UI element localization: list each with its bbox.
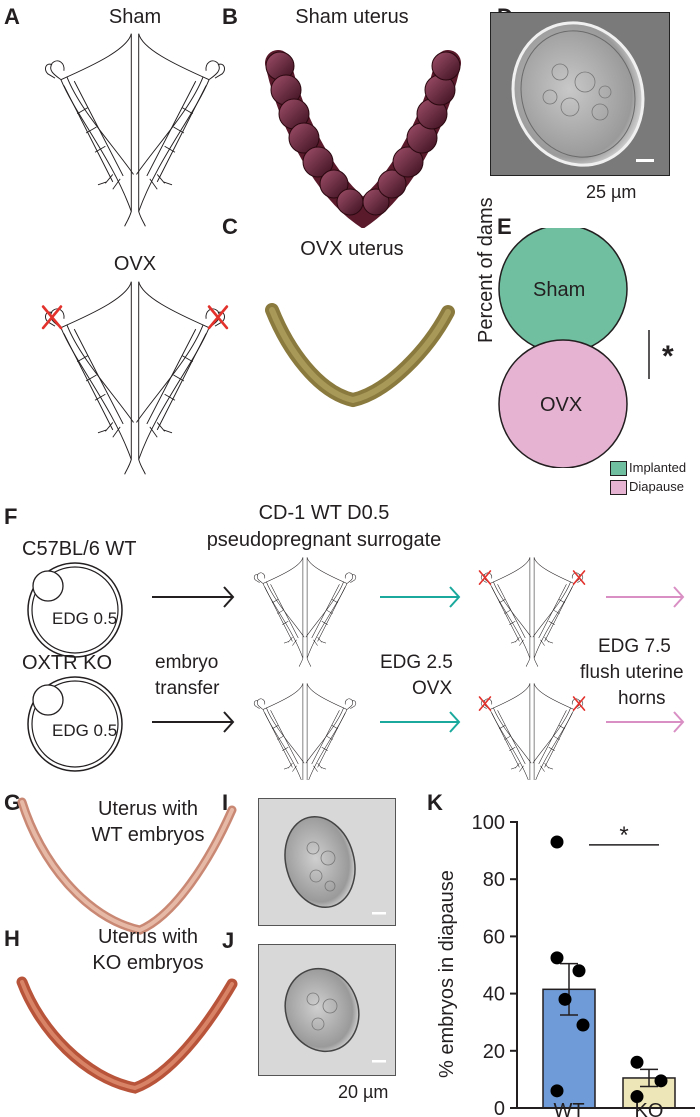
ovx-uterus-photo [265,303,455,408]
k-datapoint [550,1084,564,1098]
arrow-transfer-wt [152,586,235,608]
panel-label-b: B [222,4,238,29]
k-datapoint [572,964,586,978]
scale-label-j: 20 µm [338,1082,389,1102]
k-significance: * [619,822,628,849]
k-ytick-label: 0 [494,1098,505,1117]
wt-edg-label: EDG 0.5 [52,609,118,628]
ovx-label: OVX [113,253,157,275]
sham-label: Sham [108,6,162,28]
e-sham-label: Sham [533,279,586,301]
k-datapoint [630,1090,644,1104]
k-ytick-label: 40 [483,984,505,1006]
flush-line2: flush uterine [580,662,684,683]
sham-uterus-title: Sham uterus [295,6,409,28]
ovx-uterus-title: OVX uterus [300,238,404,260]
uterus-ko-photo [16,976,238,1094]
surrogate-line1: CD-1 WT D0.5 [258,502,390,524]
arrow-ovx-wt [380,586,461,608]
arrow-flush-ko [606,711,685,733]
flush-line1: EDG 7.5 [598,636,671,657]
ovx-circle [498,339,628,468]
legend-swatch-implanted [610,461,627,476]
k-datapoint [550,835,564,849]
legend-swatch-diapause [610,480,627,495]
panel-label-e: E [497,214,512,239]
transfer-line1: embryo [155,652,219,673]
panel-label-h: H [4,926,20,951]
ko-strain-label: OXTR KO [22,652,113,674]
diapause-bar-chart: 0 20 40 60 80 100 WT KO * [472,812,695,1117]
panel-label-j: J [222,928,235,953]
ovx-step-line2: OVX [412,678,453,699]
wt-strain-label: C57BL/6 WT [22,538,137,560]
panel-label-c: C [222,214,238,239]
k-datapoint [630,1055,644,1069]
ko-edg-label: EDG 0.5 [52,721,118,740]
k-ytick-label: 80 [483,869,505,891]
blastocyst-micrograph-i [258,798,396,926]
uterus-wt-photo [17,797,237,935]
dams-circle-chart [498,228,650,468]
h-title-line2: KO embryos [92,952,204,974]
legend-implanted: Implanted [629,460,687,475]
arrow-ovx-ko [380,711,461,733]
ovx-step-line1: EDG 2.5 [380,652,453,673]
sham-uterus-photo [265,50,461,228]
transfer-line2: transfer [155,678,220,699]
k-datapoint [576,1018,590,1032]
e-ovx-label: OVX [540,394,583,416]
panel-label-i: I [222,790,229,815]
ko-embryo-diagram [27,676,123,772]
ovx-tract-diagram [41,281,229,475]
workflow-diagram [152,557,685,780]
h-title-line1: Uterus with [97,926,199,948]
panel-label-a: A [4,4,20,29]
k-xlabel-wt: WT [553,1100,584,1117]
k-ytick-label: 100 [472,812,505,834]
wt-embryo-diagram [27,562,123,658]
panel-label-k: K [427,790,443,815]
k-datapoint [558,992,572,1006]
k-datapoint [550,951,564,965]
k-ytick-label: 60 [483,926,505,948]
panel-label-g: G [4,790,22,815]
k-datapoint [654,1074,668,1088]
g-title-line2: WT embryos [91,824,205,846]
sham-tract-diagram [44,33,226,227]
k-ytick-label: 20 [483,1041,505,1063]
scale-label-d: 25 µm [586,182,637,202]
surrogate-line2: pseudopregnant surrogate [206,529,442,551]
e-significance: * [662,340,674,373]
arrow-flush-wt [606,586,685,608]
flush-line3: horns [618,688,666,709]
k-xlabel-ko: KO [635,1100,664,1117]
panel-label-f: F [4,504,18,529]
g-title-line1: Uterus with [97,798,199,820]
legend-diapause: Diapause [629,479,684,494]
blastocyst-micrograph-j [258,944,396,1076]
arrow-transfer-ko [152,711,235,733]
blastocyst-micrograph-d [490,12,670,176]
